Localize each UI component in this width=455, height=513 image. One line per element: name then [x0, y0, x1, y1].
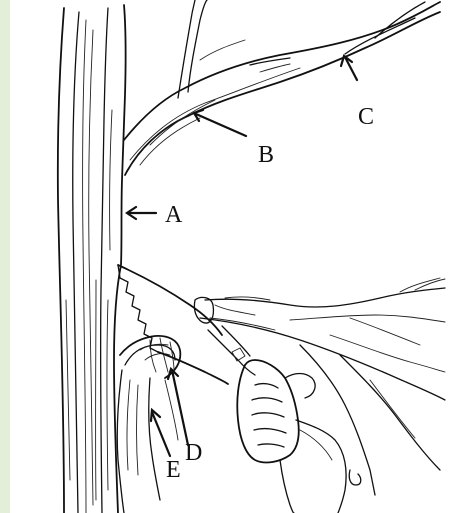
- arrow-d: [168, 369, 188, 445]
- label-d: D: [185, 440, 202, 466]
- arrow-e: [151, 410, 170, 456]
- label-c: C: [358, 104, 374, 130]
- arrow-a: [127, 207, 156, 219]
- branch-stub: [117, 336, 180, 513]
- pruning-saw: [118, 265, 255, 384]
- hand-glove: [237, 360, 346, 513]
- cut-branch: [194, 278, 445, 495]
- arrow-c: [341, 56, 357, 80]
- label-b: B: [258, 142, 274, 168]
- label-e: E: [166, 457, 181, 483]
- arrow-b: [194, 110, 246, 136]
- label-a: A: [165, 202, 183, 228]
- tree-trunk: [58, 5, 126, 513]
- upper-branch: [124, 0, 440, 175]
